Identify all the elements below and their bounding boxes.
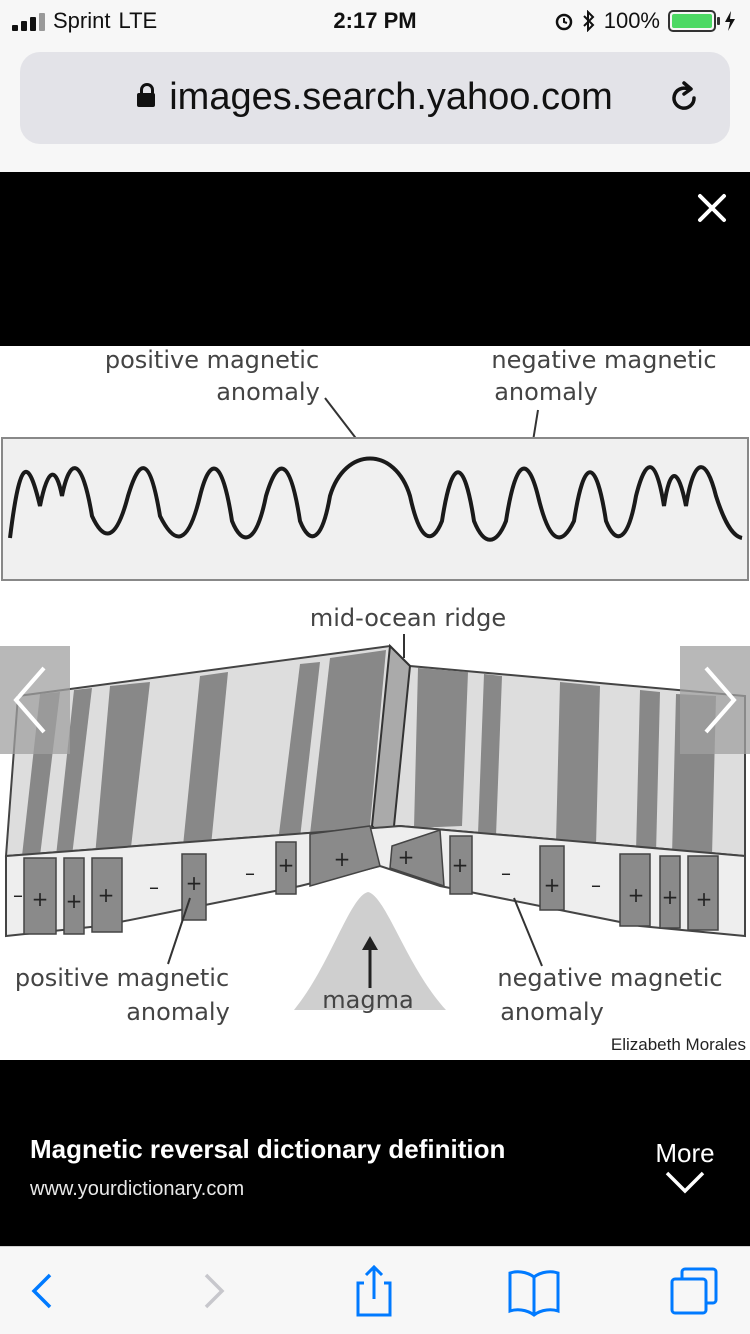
sign-minus-3: – [245, 861, 255, 885]
sign-minus-2: – [149, 875, 159, 899]
anomaly-profile-box [1, 437, 749, 581]
chevron-right-icon [704, 666, 737, 734]
magnetic-stripes [22, 650, 716, 856]
label-positive-bottom-1: positive magnetic [15, 964, 229, 992]
status-time: 2:17 PM [333, 8, 417, 33]
label-positive-top-1: positive magnetic [105, 346, 319, 374]
anomaly-profile-curve [8, 456, 743, 542]
sign-minus-4: – [501, 861, 511, 885]
sign-plus-12: + [696, 887, 713, 911]
browser-top-chrome: Sprint LTE 2:17 PM 100% images.search.ya… [0, 0, 750, 172]
url-display[interactable]: images.search.yahoo.com [20, 76, 730, 119]
sign-plus-11: + [662, 885, 679, 909]
label-negative-top-2: anomaly [494, 378, 598, 406]
close-icon[interactable] [692, 188, 732, 228]
battery-icon [668, 10, 720, 32]
label-magma: magma [322, 986, 413, 1014]
reload-icon[interactable] [664, 78, 704, 118]
battery-percent: 100% [603, 8, 660, 33]
status-left: Sprint LTE [12, 8, 157, 34]
caption-title[interactable]: Magnetic reversal dictionary definition [30, 1134, 506, 1164]
more-button[interactable]: More [650, 1138, 720, 1202]
label-negative-bottom-2: anomaly [500, 998, 604, 1026]
label-positive-top-2: anomaly [216, 378, 320, 406]
status-right: 100% [554, 8, 736, 34]
image-credit: Elizabeth Morales [611, 1035, 746, 1054]
label-mid-ocean-ridge: mid-ocean ridge [310, 604, 506, 632]
sign-plus-9: + [544, 873, 561, 897]
browser-toolbar [0, 1246, 750, 1334]
sign-plus-10: + [628, 883, 645, 907]
label-negative-top-1: negative magnetic [491, 346, 716, 374]
chevron-left-icon [13, 666, 46, 734]
sign-plus-4: + [186, 871, 203, 895]
label-negative-bottom-1: negative magnetic [497, 964, 722, 992]
bookmarks-icon[interactable] [504, 1261, 564, 1321]
bluetooth-icon [583, 10, 595, 32]
sign-plus-2: + [66, 889, 83, 913]
alarm-icon [555, 13, 572, 31]
next-image-button[interactable] [680, 646, 750, 754]
more-label: More [655, 1138, 715, 1168]
sign-plus-6: + [334, 847, 351, 871]
address-bar[interactable]: images.search.yahoo.com [20, 52, 730, 144]
preview-image: positive magnetic anomaly negative magne… [0, 346, 750, 1060]
forward-icon[interactable] [182, 1261, 242, 1321]
caption-source-url[interactable]: www.yourdictionary.com [30, 1178, 245, 1200]
sign-plus-5: + [278, 853, 295, 877]
sign-minus-1: – [13, 883, 23, 907]
charging-bolt-icon [725, 11, 735, 31]
previous-image-button[interactable] [0, 646, 70, 754]
magnetic-anomaly-diagram: positive magnetic anomaly negative magne… [1, 346, 749, 1054]
tabs-icon[interactable] [664, 1261, 724, 1321]
network-type: LTE [118, 8, 158, 33]
image-caption[interactable]: Magnetic reversal dictionary definition … [0, 1060, 750, 1246]
sign-minus-5: – [591, 873, 601, 897]
sign-plus-1: + [32, 887, 49, 911]
image-viewer-header [0, 172, 750, 346]
label-positive-bottom-2: anomaly [126, 998, 230, 1026]
front-stripes [23, 825, 719, 935]
sign-plus-8: + [452, 853, 469, 877]
url-text: images.search.yahoo.com [169, 76, 613, 118]
back-icon[interactable] [14, 1261, 74, 1321]
sign-plus-3: + [98, 883, 115, 907]
signal-strength-icon [12, 11, 45, 31]
chevron-down-icon [665, 1171, 705, 1194]
status-bar: Sprint LTE 2:17 PM 100% [0, 0, 750, 40]
sign-plus-7: + [398, 845, 415, 869]
carrier-name: Sprint [53, 8, 111, 33]
share-icon[interactable] [344, 1261, 404, 1321]
lock-icon [137, 83, 156, 107]
